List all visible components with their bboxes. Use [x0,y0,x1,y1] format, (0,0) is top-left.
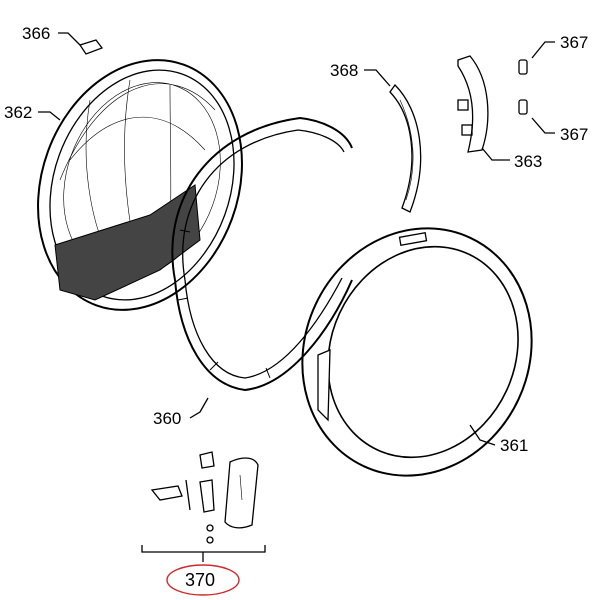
leader-362 [38,111,61,121]
part-367-screw-top [518,59,528,75]
leader-361 [469,424,496,446]
callout-362: 362 [4,103,33,122]
callout-361: 361 [500,436,529,455]
leader-368 [364,69,391,87]
callout-367-bottom: 367 [560,125,589,144]
leader-363 [481,147,510,161]
callout-360: 360 [153,409,182,428]
part-363-hinge [457,55,489,153]
callout-367-top: 367 [560,33,589,52]
leader-367-top [531,41,555,59]
part-360-door-seal [171,116,353,392]
callout-363: 363 [514,152,543,171]
part-367-screw-bottom [518,99,528,115]
part-361-outer-door-ring [301,227,533,477]
part-362-inner-door [37,59,243,311]
bracket-370 [141,545,266,553]
leader-366 [58,32,81,46]
callout-368: 368 [330,61,359,80]
part-368-hinge-cover [389,83,422,213]
part-366-cap [78,39,104,55]
callout-366: 366 [22,24,51,43]
part-370-latch-kit [150,451,259,544]
callout-370: 370 [185,570,216,590]
leader-367-bottom [531,117,555,134]
highlight-ellipse-370 [166,564,240,596]
leader-360 [189,397,209,419]
